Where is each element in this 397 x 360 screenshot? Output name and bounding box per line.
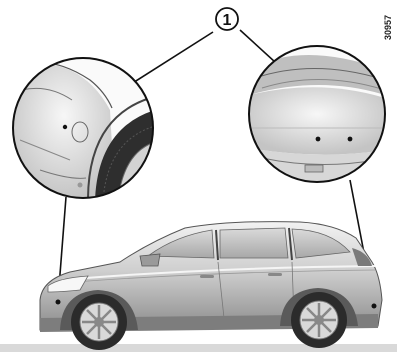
front-tow-location-marker (56, 300, 61, 305)
callout-1: 1 (216, 8, 238, 30)
reference-code: 30957 (383, 15, 393, 40)
front-wheel (71, 294, 127, 350)
tow-eye-point-front (63, 125, 67, 129)
callout-number: 1 (223, 12, 232, 29)
vehicle-side-view (40, 222, 382, 350)
rear-detail-magnifier (249, 46, 385, 182)
rear-tow-location-marker (372, 304, 377, 309)
ground-line (0, 344, 397, 352)
rear-wheel (291, 292, 347, 348)
front-detail-magnifier (13, 58, 155, 200)
tow-eye-point-rear-left (316, 137, 321, 142)
tow-eye-point-rear-right (348, 137, 353, 142)
